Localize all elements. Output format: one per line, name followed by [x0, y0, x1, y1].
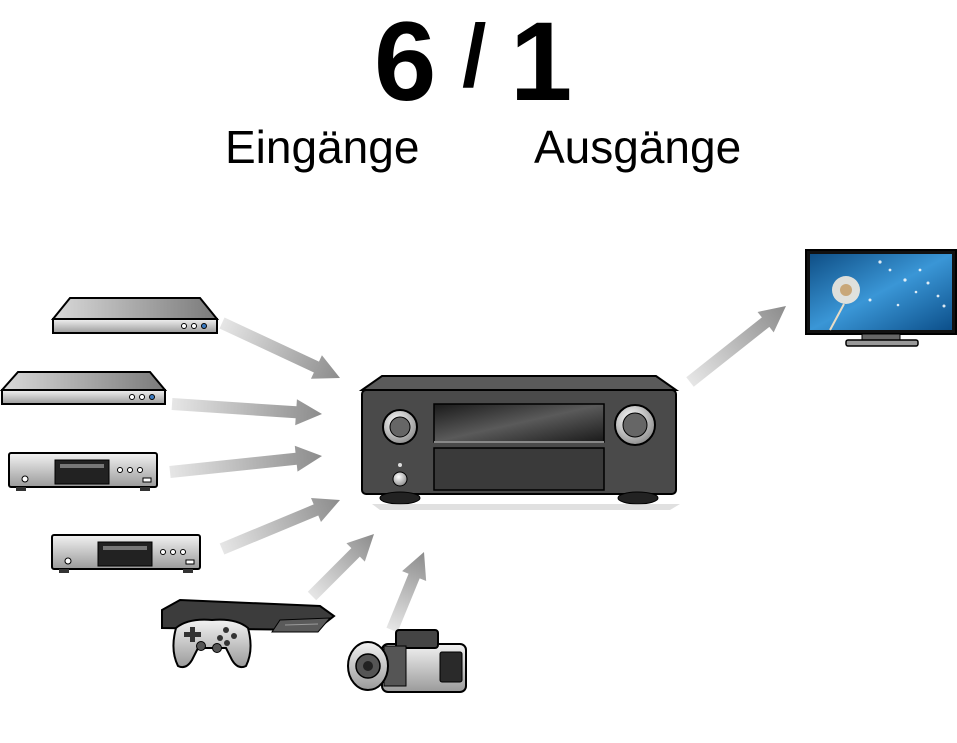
av-receiver-icon	[358, 375, 680, 510]
arrows-group	[169, 305, 787, 633]
outputs-label: Ausgänge	[534, 121, 742, 173]
input-arrow	[219, 497, 341, 555]
input-arrow	[307, 533, 375, 601]
outputs-count: 1	[510, 0, 573, 124]
cd-player-icon	[51, 534, 201, 573]
game-console-icon	[161, 598, 336, 669]
input-arrow	[386, 552, 427, 633]
cd-player-icon	[8, 452, 158, 491]
output-arrow	[686, 305, 787, 387]
input-arrow	[169, 445, 322, 478]
count-separator: /	[462, 6, 487, 105]
camcorder-icon	[347, 629, 467, 693]
inputs-label: Eingänge	[225, 121, 420, 173]
input-arrow	[171, 398, 322, 426]
inputs-count: 6	[374, 0, 437, 124]
blu-ray-player-icon	[50, 297, 220, 334]
dvd-player-icon	[0, 371, 168, 405]
tv-icon	[805, 249, 957, 347]
input-arrow	[219, 317, 340, 379]
